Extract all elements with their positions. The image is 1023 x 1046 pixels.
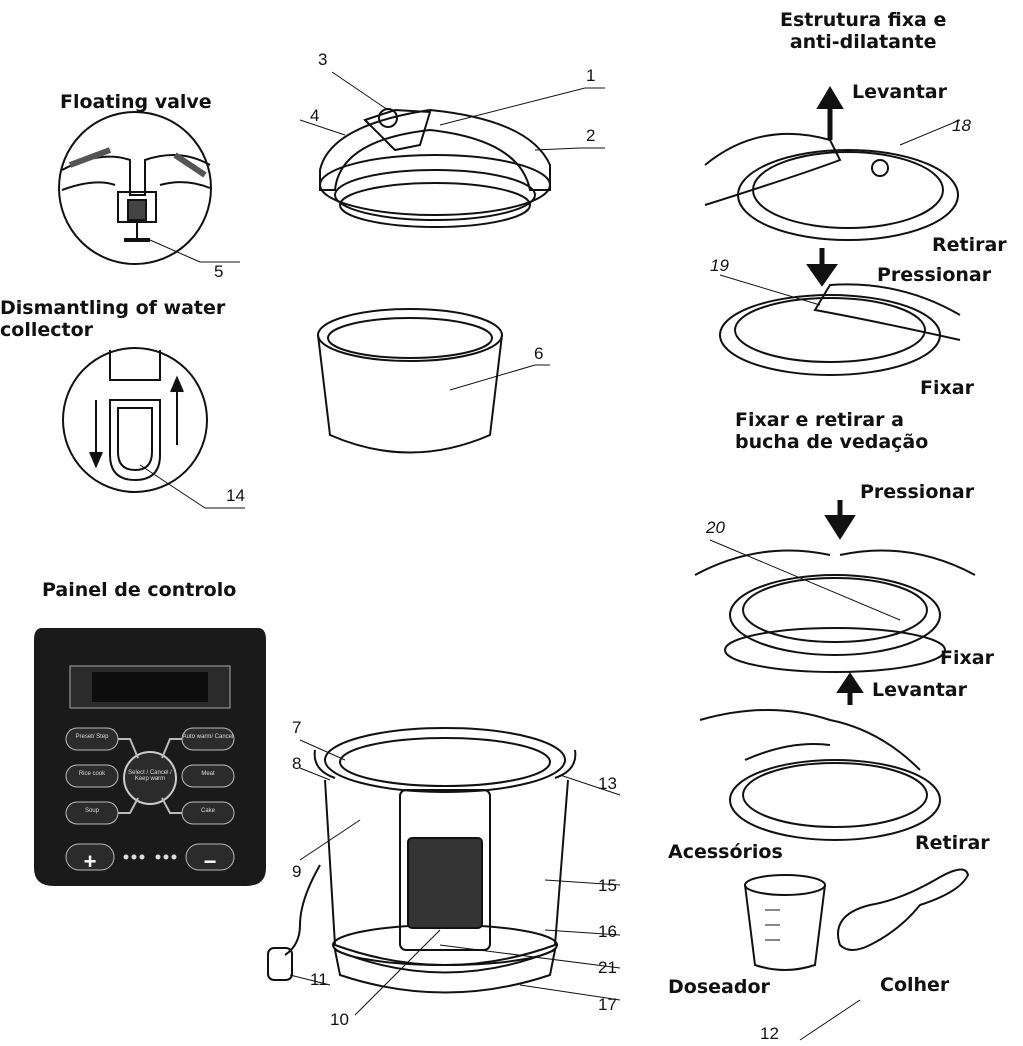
- part-number: 8: [292, 754, 302, 773]
- floating-valve-detail: [58, 111, 240, 265]
- part-number: 9: [292, 862, 302, 881]
- label-dismantling: Dismantling of water collector: [0, 297, 226, 341]
- label-painel: Painel de controlo: [42, 579, 237, 601]
- label-levantar-2: Levantar: [872, 679, 967, 701]
- panel-key-label: Meat: [201, 771, 215, 777]
- part-number: 5: [214, 262, 224, 281]
- part-number: 12: [760, 1024, 779, 1043]
- minus-label: −: [203, 849, 217, 874]
- seal-lift-step: [699, 672, 941, 841]
- part-number: 1: [586, 66, 596, 85]
- label-levantar-1: Levantar: [852, 81, 947, 103]
- accessories-drawing: [744, 868, 970, 1041]
- part-number: 20: [706, 518, 725, 537]
- seal-press-step: [694, 500, 976, 673]
- plus-label: +: [83, 849, 97, 874]
- label-floating-valve: Floating valve: [60, 91, 212, 113]
- label-fixar-retirar: Fixar e retirar a bucha de vedação: [735, 409, 929, 453]
- part-number: 4: [310, 106, 320, 125]
- label-doseador: Doseador: [668, 976, 770, 998]
- part-number: 16: [598, 922, 617, 941]
- part-number: 19: [710, 256, 729, 275]
- meat-key[interactable]: [181, 764, 235, 788]
- panel-key-label: Rice cook: [78, 771, 106, 777]
- label-retirar-1: Retirar: [932, 234, 1007, 256]
- lid-drawing: [299, 71, 605, 228]
- water-collector-detail: [62, 347, 245, 509]
- part-number: 15: [598, 876, 617, 895]
- cooker-drawing: [267, 727, 621, 1016]
- label-fixar-2: Fixar: [940, 647, 994, 669]
- label-acessorios: Acessórios: [668, 841, 783, 863]
- press-lid-step: [719, 248, 961, 376]
- part-number: 13: [598, 774, 617, 793]
- panel-key-label: Cake: [200, 808, 215, 814]
- label-estrutura: Estrutura fixa e anti-dilatante: [780, 9, 947, 53]
- part-number: 10: [330, 1010, 349, 1029]
- lift-lid-step: [704, 86, 961, 241]
- part-number: 11: [310, 970, 328, 989]
- control-panel: [34, 628, 266, 886]
- label-fixar-1: Fixar: [920, 377, 974, 399]
- label-colher: Colher: [880, 974, 950, 996]
- part-number: 2: [586, 126, 596, 145]
- label-pressionar-1: Pressionar: [877, 264, 992, 286]
- panel-key-label: Preset/ Step: [75, 734, 109, 740]
- label-retirar-2: Retirar: [915, 832, 990, 854]
- part-number: 14: [226, 486, 245, 505]
- inner-pot-drawing: [317, 308, 550, 454]
- plus-key[interactable]: [65, 843, 115, 871]
- part-number: 7: [292, 718, 302, 737]
- part-number: 6: [534, 344, 544, 363]
- part-number: 3: [318, 50, 328, 69]
- part-number: 18: [952, 116, 971, 135]
- rice-cook-key[interactable]: [65, 764, 119, 788]
- panel-key-label: Soup: [84, 808, 99, 814]
- part-number: 17: [598, 995, 617, 1014]
- panel-key-label: Auto warm/ Cancel: [182, 734, 234, 740]
- panel-center-label: Select / Cancel / Keep warm: [128, 770, 172, 782]
- part-number: 21: [598, 958, 617, 977]
- label-pressionar-2: Pressionar: [860, 481, 975, 503]
- minus-key[interactable]: [185, 843, 235, 871]
